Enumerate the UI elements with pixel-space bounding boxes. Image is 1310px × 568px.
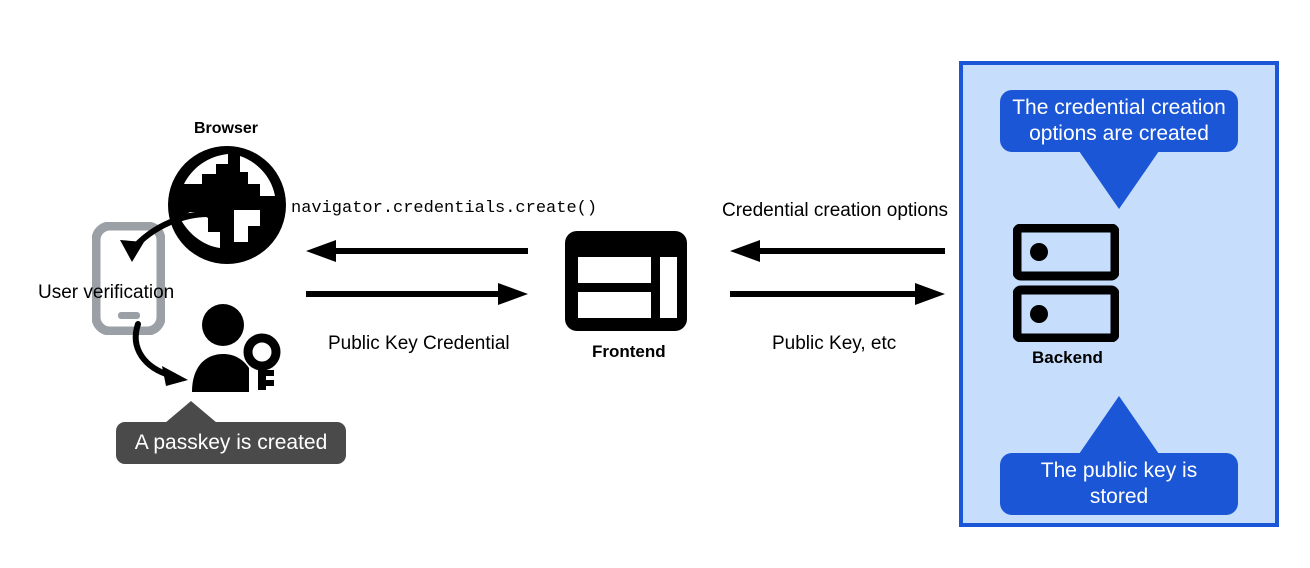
arrow-phone-to-user-icon xyxy=(110,320,210,392)
tooltip-passkey-created: A passkey is created xyxy=(116,422,346,464)
arrow-browser-to-phone-icon xyxy=(96,210,216,290)
tooltip-tail-icon xyxy=(165,401,217,423)
arrow-frontend-to-browser-icon xyxy=(306,240,528,262)
callout-public-key-stored: The public key is stored xyxy=(1000,453,1238,515)
person-with-key-icon xyxy=(190,304,286,392)
user-verification-label: User verification xyxy=(38,282,175,303)
callout-tail-up-icon xyxy=(1079,396,1159,454)
callout-tail-down-icon xyxy=(1079,151,1159,209)
backend-label: Backend xyxy=(1032,348,1103,367)
arrow-label-credential-creation-options: Credential creation options xyxy=(722,200,949,221)
frontend-label: Frontend xyxy=(592,342,666,361)
arrow-frontend-to-backend-icon xyxy=(730,283,945,305)
arrow-browser-to-frontend-icon xyxy=(306,283,528,305)
arrow-backend-to-frontend-icon xyxy=(730,240,945,262)
arrow-label-public-key-credential: Public Key Credential xyxy=(328,333,510,354)
callout-credential-creation-options: The credential creation options are crea… xyxy=(1000,90,1238,152)
web-layout-icon xyxy=(565,231,687,331)
arrow-label-public-key-etc: Public Key, etc xyxy=(772,333,897,354)
browser-label: Browser xyxy=(194,120,259,137)
arrow-label-navigator-credentials-create: navigator.credentials.create() xyxy=(291,199,598,218)
server-rack-icon xyxy=(1012,223,1120,343)
smartphone-icon xyxy=(91,221,166,336)
globe-icon xyxy=(168,146,286,264)
